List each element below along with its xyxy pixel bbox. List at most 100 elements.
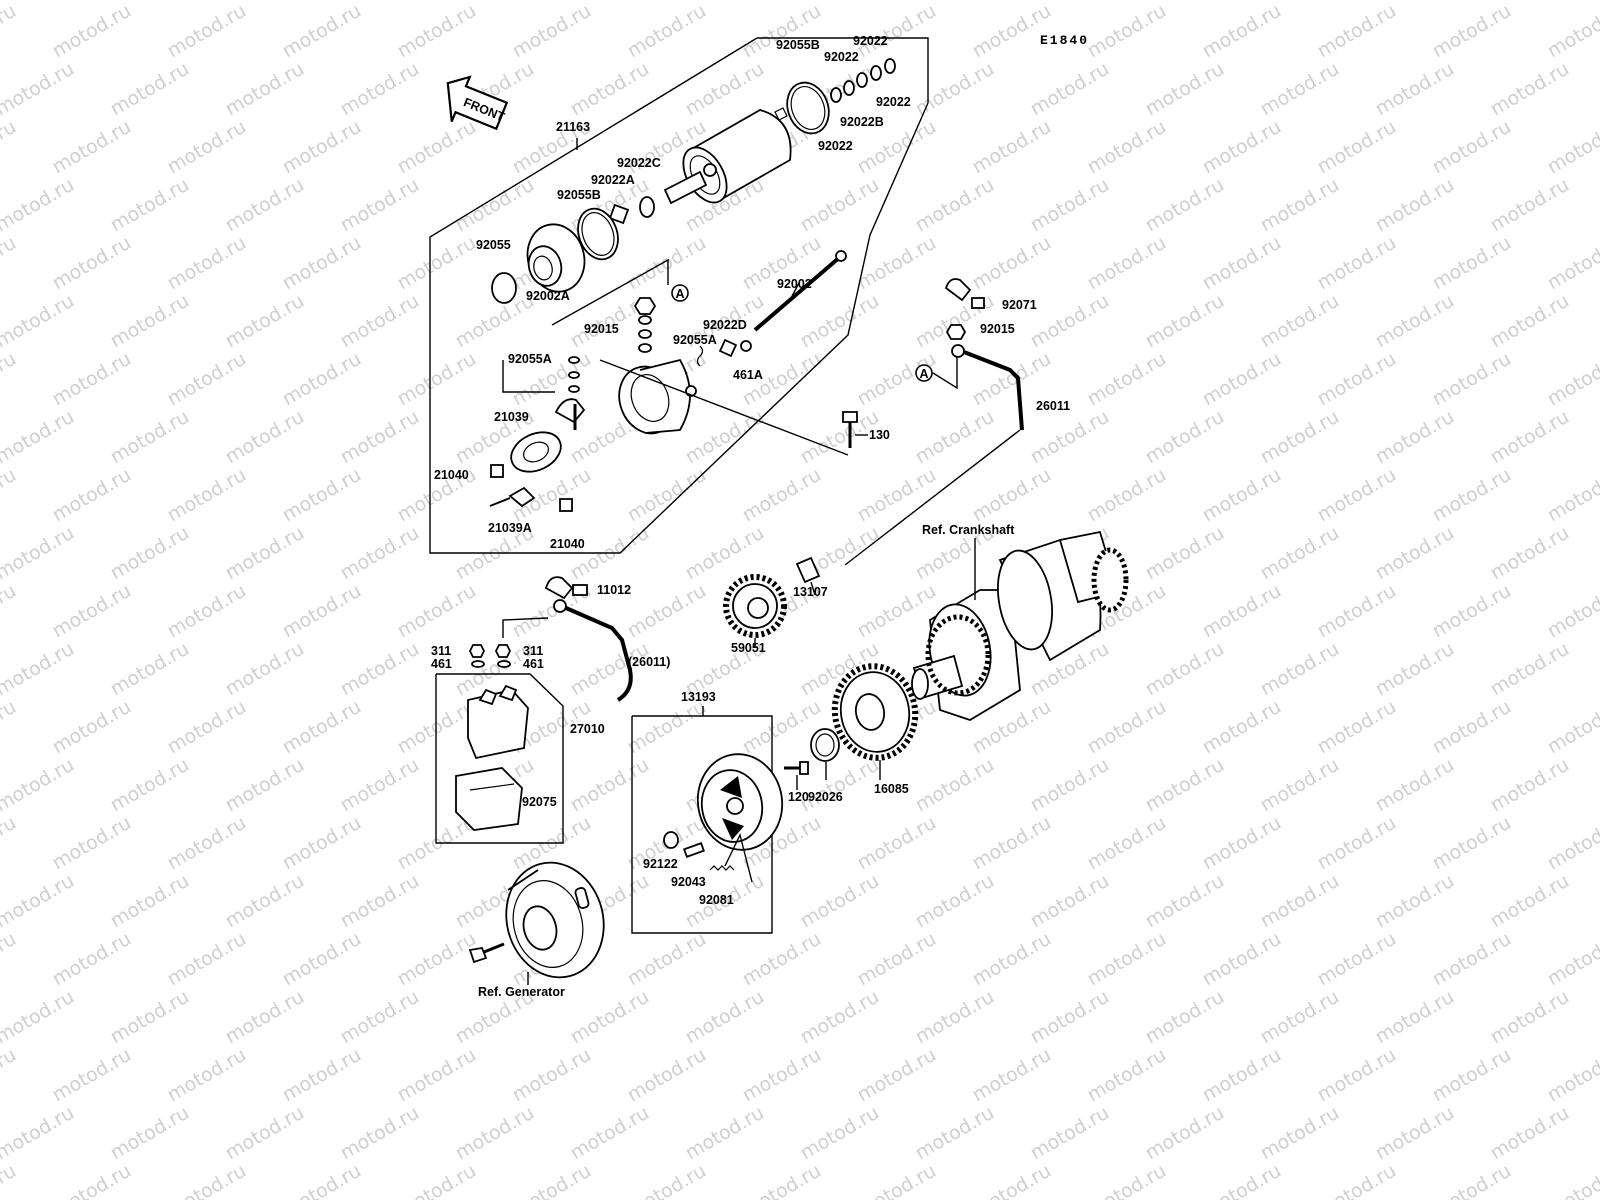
watermark-text: motod.ru: [1199, 812, 1285, 875]
watermark-text: motod.ru: [1027, 754, 1113, 817]
spring-92081: [709, 865, 735, 871]
watermark-text: motod.ru: [1199, 1044, 1285, 1107]
watermark-text: motod.ru: [0, 928, 20, 991]
watermark-text: motod.ru: [49, 116, 135, 179]
label-16085: 16085: [874, 782, 909, 796]
watermark-text: motod.ru: [1544, 464, 1600, 527]
watermark-text: motod.ru: [797, 986, 883, 1049]
watermark-text: motod.ru: [1027, 1102, 1113, 1165]
watermark-text: motod.ru: [0, 1044, 20, 1107]
watermark-text: motod.ru: [1372, 986, 1458, 1049]
watermark-text: motod.ru: [0, 406, 78, 469]
watermark-text: motod.ru: [0, 290, 78, 353]
watermark-text: motod.ru: [854, 580, 940, 643]
watermark-text: motod.ru: [222, 986, 308, 1049]
watermark-text: motod.ru: [969, 464, 1055, 527]
label-21040-b: 21040: [550, 537, 585, 551]
watermark-text: motod.ru: [1027, 290, 1113, 353]
watermark-text: motod.ru: [222, 754, 308, 817]
o-ring-92055B-top: [786, 81, 830, 135]
watermark-text: motod.ru: [682, 522, 768, 585]
watermark-text: motod.ru: [279, 580, 365, 643]
watermark-text: motod.ru: [1487, 986, 1573, 1049]
watermark-text: motod.ru: [912, 870, 998, 933]
svg-text:A: A: [920, 367, 929, 381]
terminal-cap-sleeve: [971, 297, 985, 309]
starter-clutch: [696, 753, 784, 851]
watermark-text: motod.ru: [1314, 348, 1400, 411]
bolt-head-130: [842, 411, 858, 423]
watermark-text: motod.ru: [1544, 812, 1600, 875]
watermark-text: motod.ru: [107, 174, 193, 237]
watermark-text: motod.ru: [1257, 870, 1343, 933]
watermark-text: motod.ru: [279, 232, 365, 295]
watermark-text: motod.ru: [337, 638, 423, 701]
rotor-bolt: [468, 946, 488, 964]
label-92015-a: 92015: [584, 322, 619, 336]
brush-21040: [559, 498, 573, 512]
leader-92002: [789, 282, 800, 301]
watermark-text: motod.ru: [1372, 406, 1458, 469]
label-461A: 461A: [733, 368, 763, 382]
watermark-text: motod.ru: [1429, 1044, 1515, 1107]
watermark-text: motod.ru: [337, 1102, 423, 1165]
watermark-text: motod.ru: [337, 406, 423, 469]
o-ring-92055: [491, 272, 517, 304]
nut-461A: [740, 340, 752, 352]
watermark-text: motod.ru: [1429, 0, 1515, 62]
washer-92022D: [718, 338, 738, 358]
watermark-text: motod.ru: [164, 348, 250, 411]
watermark-text: motod.ru: [969, 928, 1055, 991]
leader-group-92002A: [551, 258, 669, 326]
watermark-text: motod.ru: [164, 116, 250, 179]
watermark-text: motod.ru: [452, 1102, 538, 1165]
watermark-text: motod.ru: [49, 0, 135, 62]
watermark-text: motod.ru: [1544, 116, 1600, 179]
watermark-text: motod.ru: [854, 1160, 940, 1200]
watermark-text: motod.ru: [0, 0, 20, 62]
label-92055A-b: 92055A: [508, 352, 552, 366]
label-21040-a: 21040: [434, 468, 469, 482]
watermark-text: motod.ru: [1027, 870, 1113, 933]
watermark-text: motod.ru: [1544, 348, 1600, 411]
watermark-text: motod.ru: [49, 232, 135, 295]
label-92022D: 92022D: [703, 318, 747, 332]
callout-a-marker-1: A: [671, 284, 689, 302]
watermark-text: motod.ru: [912, 406, 998, 469]
watermark-text: motod.ru: [0, 812, 20, 875]
nut-92015: [633, 297, 657, 315]
watermark-text: motod.ru: [1199, 348, 1285, 411]
label-11012: 11012: [597, 583, 631, 597]
label-21039A: 21039A: [488, 521, 532, 535]
watermark-text: motod.ru: [624, 1044, 710, 1107]
watermark-text: motod.ru: [912, 1102, 998, 1165]
watermark-text: motod.ru: [682, 986, 768, 1049]
washer-92026: [810, 728, 840, 762]
watermark-text: motod.ru: [49, 348, 135, 411]
terminal-cap-sleeve-11012: [572, 584, 588, 596]
watermark-text: motod.ru: [279, 0, 365, 62]
label-461-a: 461: [431, 657, 452, 671]
watermark-text: motod.ru: [1199, 1160, 1285, 1200]
watermark-text: motod.ru: [49, 928, 135, 991]
watermark-text: motod.ru: [912, 290, 998, 353]
watermark-text: motod.ru: [164, 0, 250, 62]
watermark-text: motod.ru: [969, 232, 1055, 295]
label-92055: 92055: [476, 238, 511, 252]
watermark-text: motod.ru: [797, 754, 883, 817]
watermark-text: motod.ru: [1257, 522, 1343, 585]
leader-to-130: [599, 359, 849, 456]
watermark-text: motod.ru: [1142, 290, 1228, 353]
label-21039: 21039: [494, 410, 529, 424]
watermark-text: motod.ru: [854, 464, 940, 527]
watermark-text: motod.ru: [1142, 1102, 1228, 1165]
watermark-text: motod.ru: [1372, 870, 1458, 933]
label-120: 120: [788, 790, 809, 804]
brush-21039A: [508, 486, 536, 508]
watermark-text: motod.ru: [682, 406, 768, 469]
watermark-text: motod.ru: [509, 1044, 595, 1107]
washer-stack-3: [638, 343, 652, 353]
watermark-text: motod.ru: [222, 1102, 308, 1165]
watermark-text: motod.ru: [912, 174, 998, 237]
watermark-text: motod.ru: [164, 232, 250, 295]
